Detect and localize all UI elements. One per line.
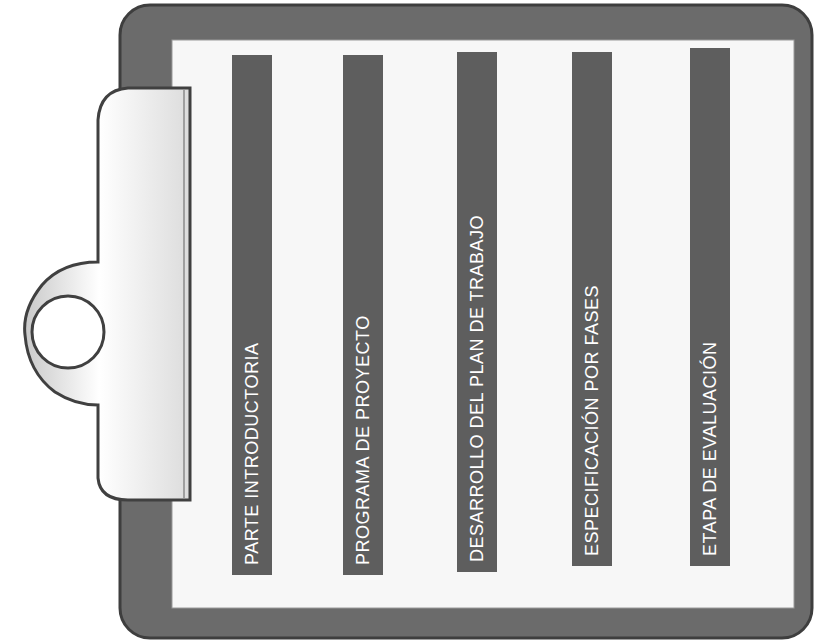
clip-hole bbox=[32, 296, 104, 368]
band-label: PARTE INTRODUCTORIA bbox=[241, 342, 263, 565]
band-label: PROGRAMA DE PROYECTO bbox=[352, 315, 374, 565]
band-label: ETAPA DE EVALUACIÓN bbox=[699, 341, 721, 556]
paper-sheet bbox=[172, 40, 794, 608]
clip-edge bbox=[183, 90, 185, 498]
text-band: DESARROLLO DEL PLAN DE TRABAJO bbox=[457, 52, 497, 572]
text-band: ETAPA DE EVALUACIÓN bbox=[690, 48, 730, 566]
clipboard-board bbox=[120, 5, 812, 638]
band-label: DESARROLLO DEL PLAN DE TRABAJO bbox=[466, 215, 488, 562]
band-label: ESPECIFICACIÓN POR FASES bbox=[581, 285, 603, 556]
text-band: PARTE INTRODUCTORIA bbox=[232, 55, 272, 575]
text-band: ESPECIFICACIÓN POR FASES bbox=[572, 52, 612, 566]
text-band: PROGRAMA DE PROYECTO bbox=[343, 55, 383, 575]
clipboard-clip bbox=[25, 88, 190, 500]
